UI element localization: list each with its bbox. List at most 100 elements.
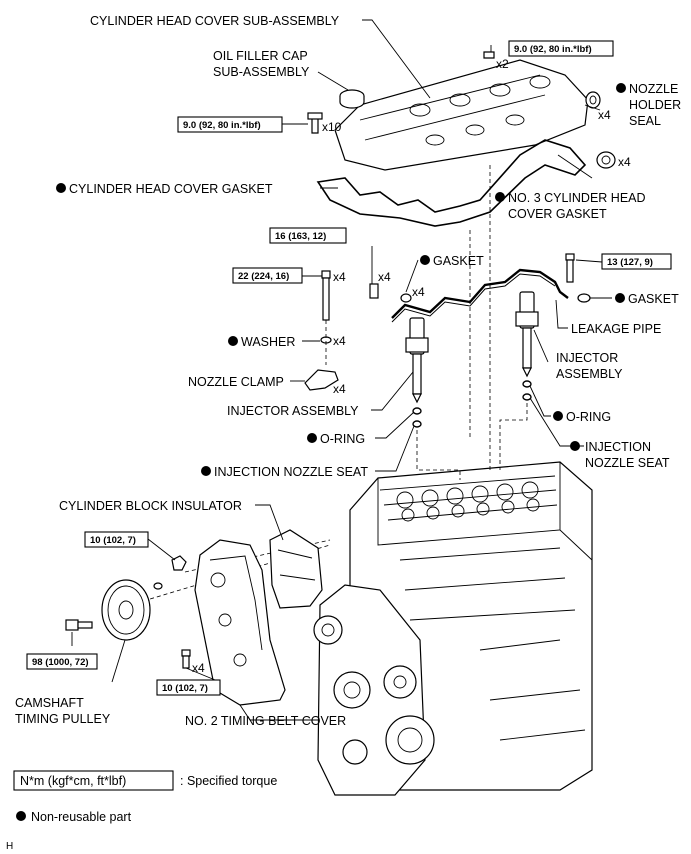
torque-box-pulley-bolt: 98 (1000, 72)	[26, 653, 98, 670]
label-injector-right-line1: INJECTOR	[556, 351, 618, 365]
label-nozzle-holder-seal-line2: HOLDER	[629, 98, 681, 112]
non-reusable-marker	[228, 336, 238, 346]
legend-torque-unit: N*m (kgf*cm, ft*lbf)	[20, 774, 126, 788]
svg-text:16 (163, 12): 16 (163, 12)	[275, 231, 326, 242]
no3-gasket-drawing	[596, 151, 616, 169]
cylinder-block-insulator-drawing	[269, 529, 323, 609]
label-nozzle-holder-seal-line3: SEAL	[629, 114, 661, 128]
insulator-nut-drawing	[171, 555, 187, 571]
nozzle-seat-left-drawing	[412, 420, 422, 428]
svg-text:13 (127, 9): 13 (127, 9)	[607, 257, 653, 268]
qty-clamp-bolt: x4	[333, 270, 346, 284]
svg-text:98 (1000, 72): 98 (1000, 72)	[32, 657, 89, 668]
qty-nozzle-holder-seal: x4	[598, 108, 611, 122]
gasket-b-drawing	[577, 293, 591, 303]
label-no3-gasket-line2: COVER GASKET	[508, 207, 607, 221]
non-reusable-marker	[307, 433, 317, 443]
svg-text:9.0 (92, 80 in.*lbf): 9.0 (92, 80 in.*lbf)	[183, 120, 261, 131]
label-camshaft-pulley-line2: TIMING PULLEY	[15, 712, 111, 726]
label-camshaft-pulley-line1: CAMSHAFT	[15, 696, 84, 710]
label-no3-gasket-line1: NO. 3 CYLINDER HEAD	[508, 191, 646, 205]
injector-left-drawing	[405, 317, 429, 404]
qty-head-cover-left: x10	[322, 120, 342, 134]
label-leakage-pipe: LEAKAGE PIPE	[571, 322, 661, 336]
svg-text:10 (102, 7): 10 (102, 7)	[90, 535, 136, 546]
label-no2-timing-belt-cover: NO. 2 TIMING BELT COVER	[185, 714, 346, 728]
svg-text:22 (224, 16): 22 (224, 16)	[238, 271, 289, 282]
legend: N*m (kgf*cm, ft*lbf) : Specified torque …	[6, 770, 277, 852]
no2-timing-belt-cover-drawing	[194, 539, 286, 706]
qty-no3-gasket: x4	[618, 155, 631, 169]
label-nozzle-clamp: NOZZLE CLAMP	[188, 375, 284, 389]
nozzle-holder-seal-drawing	[585, 91, 601, 109]
qty-head-cover-top: x2	[496, 57, 509, 71]
o-ring-left-drawing	[412, 407, 422, 415]
part-labels: CYLINDER HEAD COVER SUB-ASSEMBLY OIL FIL…	[15, 14, 681, 728]
union-bolt-drawing	[369, 283, 379, 299]
label-nozzle-seat-right-line1: INJECTION	[585, 440, 651, 454]
label-o-ring-left: O-RING	[320, 432, 365, 446]
legend-non-reusable-dot	[16, 811, 26, 821]
camshaft-timing-pulley-drawing	[101, 579, 151, 641]
clamp-bolt-drawing	[321, 270, 331, 321]
torque-box-clamp-bolt: 22 (224, 16)	[232, 267, 303, 284]
non-reusable-marker	[420, 255, 430, 265]
torque-callouts: 9.0 (92, 80 in.*lbf) 9.0 (92, 80 in.*lbf…	[26, 40, 672, 696]
label-injector-left: INJECTOR ASSEMBLY	[227, 404, 359, 418]
engine-assembly-drawing	[313, 461, 593, 796]
cylinder-head-cover-drawing	[334, 59, 589, 171]
qty-cover-bolt: x4	[192, 661, 205, 675]
label-nozzle-holder-seal-line1: NOZZLE	[629, 82, 678, 96]
label-cylinder-block-insulator: CYLINDER BLOCK INSULATOR	[59, 499, 242, 513]
label-oil-filler-cap-line1: OIL FILLER CAP	[213, 49, 308, 63]
non-reusable-marker	[615, 293, 625, 303]
non-reusable-marker	[201, 466, 211, 476]
label-oil-filler-cap-line2: SUB-ASSEMBLY	[213, 65, 310, 79]
label-injector-right-line2: ASSEMBLY	[556, 367, 623, 381]
head-cover-gasket-drawing	[316, 139, 587, 227]
leak-pipe-bolt-drawing	[565, 253, 575, 283]
non-reusable-marker	[56, 183, 66, 193]
nozzle-seat-right-drawing	[522, 393, 532, 401]
non-reusable-marker	[495, 192, 505, 202]
label-head-cover-gasket: CYLINDER HEAD COVER GASKET	[69, 182, 273, 196]
torque-box-head-cover-top: 9.0 (92, 80 in.*lbf)	[508, 40, 614, 57]
label-o-ring-right: O-RING	[566, 410, 611, 424]
pulley-bolt-drawing	[65, 619, 93, 631]
o-ring-right-drawing	[522, 380, 532, 388]
quantity-labels: x2 x10 x4 x4 x4 x4 x4 x4 x4 x4	[192, 57, 631, 675]
oil-filler-cap-drawing	[339, 89, 365, 109]
knock-pin-drawing	[153, 582, 163, 590]
qty-leak-pipe-union: x4	[378, 270, 391, 284]
nozzle-clamp-drawing	[304, 369, 339, 391]
svg-text:9.0 (92, 80 in.*lbf): 9.0 (92, 80 in.*lbf)	[514, 44, 592, 55]
legend-torque-box	[13, 770, 174, 791]
label-washer: WASHER	[241, 335, 295, 349]
injector-right-drawing	[515, 291, 539, 378]
corner-code: H	[6, 841, 13, 852]
qty-nozzle-clamp: x4	[333, 382, 346, 396]
non-reusable-marker	[553, 411, 563, 421]
head-cover-bolt-drawing	[307, 51, 495, 134]
qty-gasket-a: x4	[412, 285, 425, 299]
legend-non-reusable-text: Non-reusable part	[31, 810, 132, 824]
label-gasket-b: GASKET	[628, 292, 679, 306]
label-cylinder-head-cover: CYLINDER HEAD COVER SUB-ASSEMBLY	[90, 14, 340, 28]
qty-washer: x4	[333, 334, 346, 348]
svg-text:10 (102, 7): 10 (102, 7)	[162, 683, 208, 694]
non-reusable-marker	[570, 441, 580, 451]
torque-box-leak-pipe-bolt: 13 (127, 9)	[601, 253, 672, 270]
label-nozzle-seat-left: INJECTION NOZZLE SEAT	[214, 465, 368, 479]
leakage-pipe-drawing	[391, 268, 569, 319]
torque-box-head-cover-left: 9.0 (92, 80 in.*lbf)	[177, 116, 283, 133]
legend-torque-desc: : Specified torque	[180, 774, 277, 788]
label-gasket-a: GASKET	[433, 254, 484, 268]
gasket-a-drawing	[400, 293, 412, 303]
label-nozzle-seat-right-line2: NOZZLE SEAT	[585, 456, 670, 470]
non-reusable-marker	[616, 83, 626, 93]
torque-box-leak-pipe-union: 16 (163, 12)	[269, 227, 347, 244]
torque-box-insulator-nut: 10 (102, 7)	[84, 531, 149, 548]
torque-box-cover-bolt: 10 (102, 7)	[156, 679, 221, 696]
cover-bolt-drawing	[181, 649, 191, 669]
